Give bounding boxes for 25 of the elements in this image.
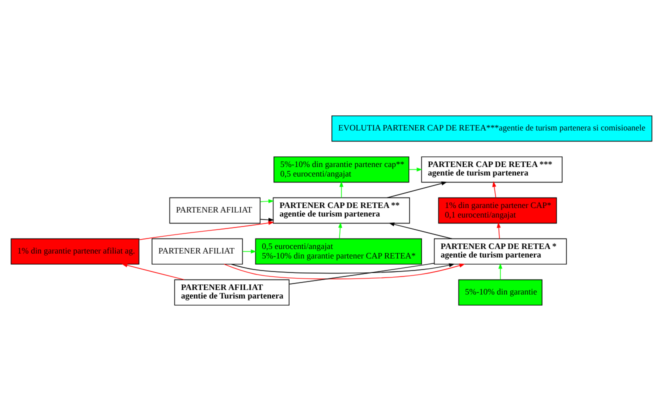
arrow [260,217,274,222]
node-box: 1% din garantie partener CAP* 0,1 eurocenti/angajat [438,196,557,224]
node-box: 1% din garantie partener afiliat ag. [10,238,140,264]
arrow [339,180,344,198]
connector [288,262,435,284]
arrow [231,262,455,274]
arrow [138,220,274,240]
node-box: PARTENER AFILIAT [169,196,260,224]
node-box: PARTENER AFILIAT agentie de Turism partenera [174,278,290,306]
arrow [338,222,342,239]
arrow [492,180,496,198]
arrow [224,263,465,279]
arrow [498,262,502,280]
node-box: 5%-10% din garantie [458,278,542,306]
arrow [122,262,185,280]
arrow [242,249,257,253]
node-box: PARTENER AFILIAT [152,238,243,264]
node-box: 0,5 eurocenti/angajat 5%-10% din garantie partener CAP RETEA* [255,238,422,264]
arrow [496,222,501,239]
node-box: PARTENER CAP DE RETEA * agentie de turism partenera [434,238,567,264]
node-box: PARTENER CAP DE RETEA ** agentie de turism partenera [272,196,410,224]
node-box: EVOLUTIA PARTENER CAP DE RETEA***agentie de turism partenera si comisioanele [332,114,652,142]
node-box: 5%-10% din garantie partener cap** 0,5 eurocenti/angajat [274,156,410,182]
node-box: PARTENER CAP DE RETEA *** agentie de turism partenera [421,156,563,182]
arrow [408,167,422,171]
